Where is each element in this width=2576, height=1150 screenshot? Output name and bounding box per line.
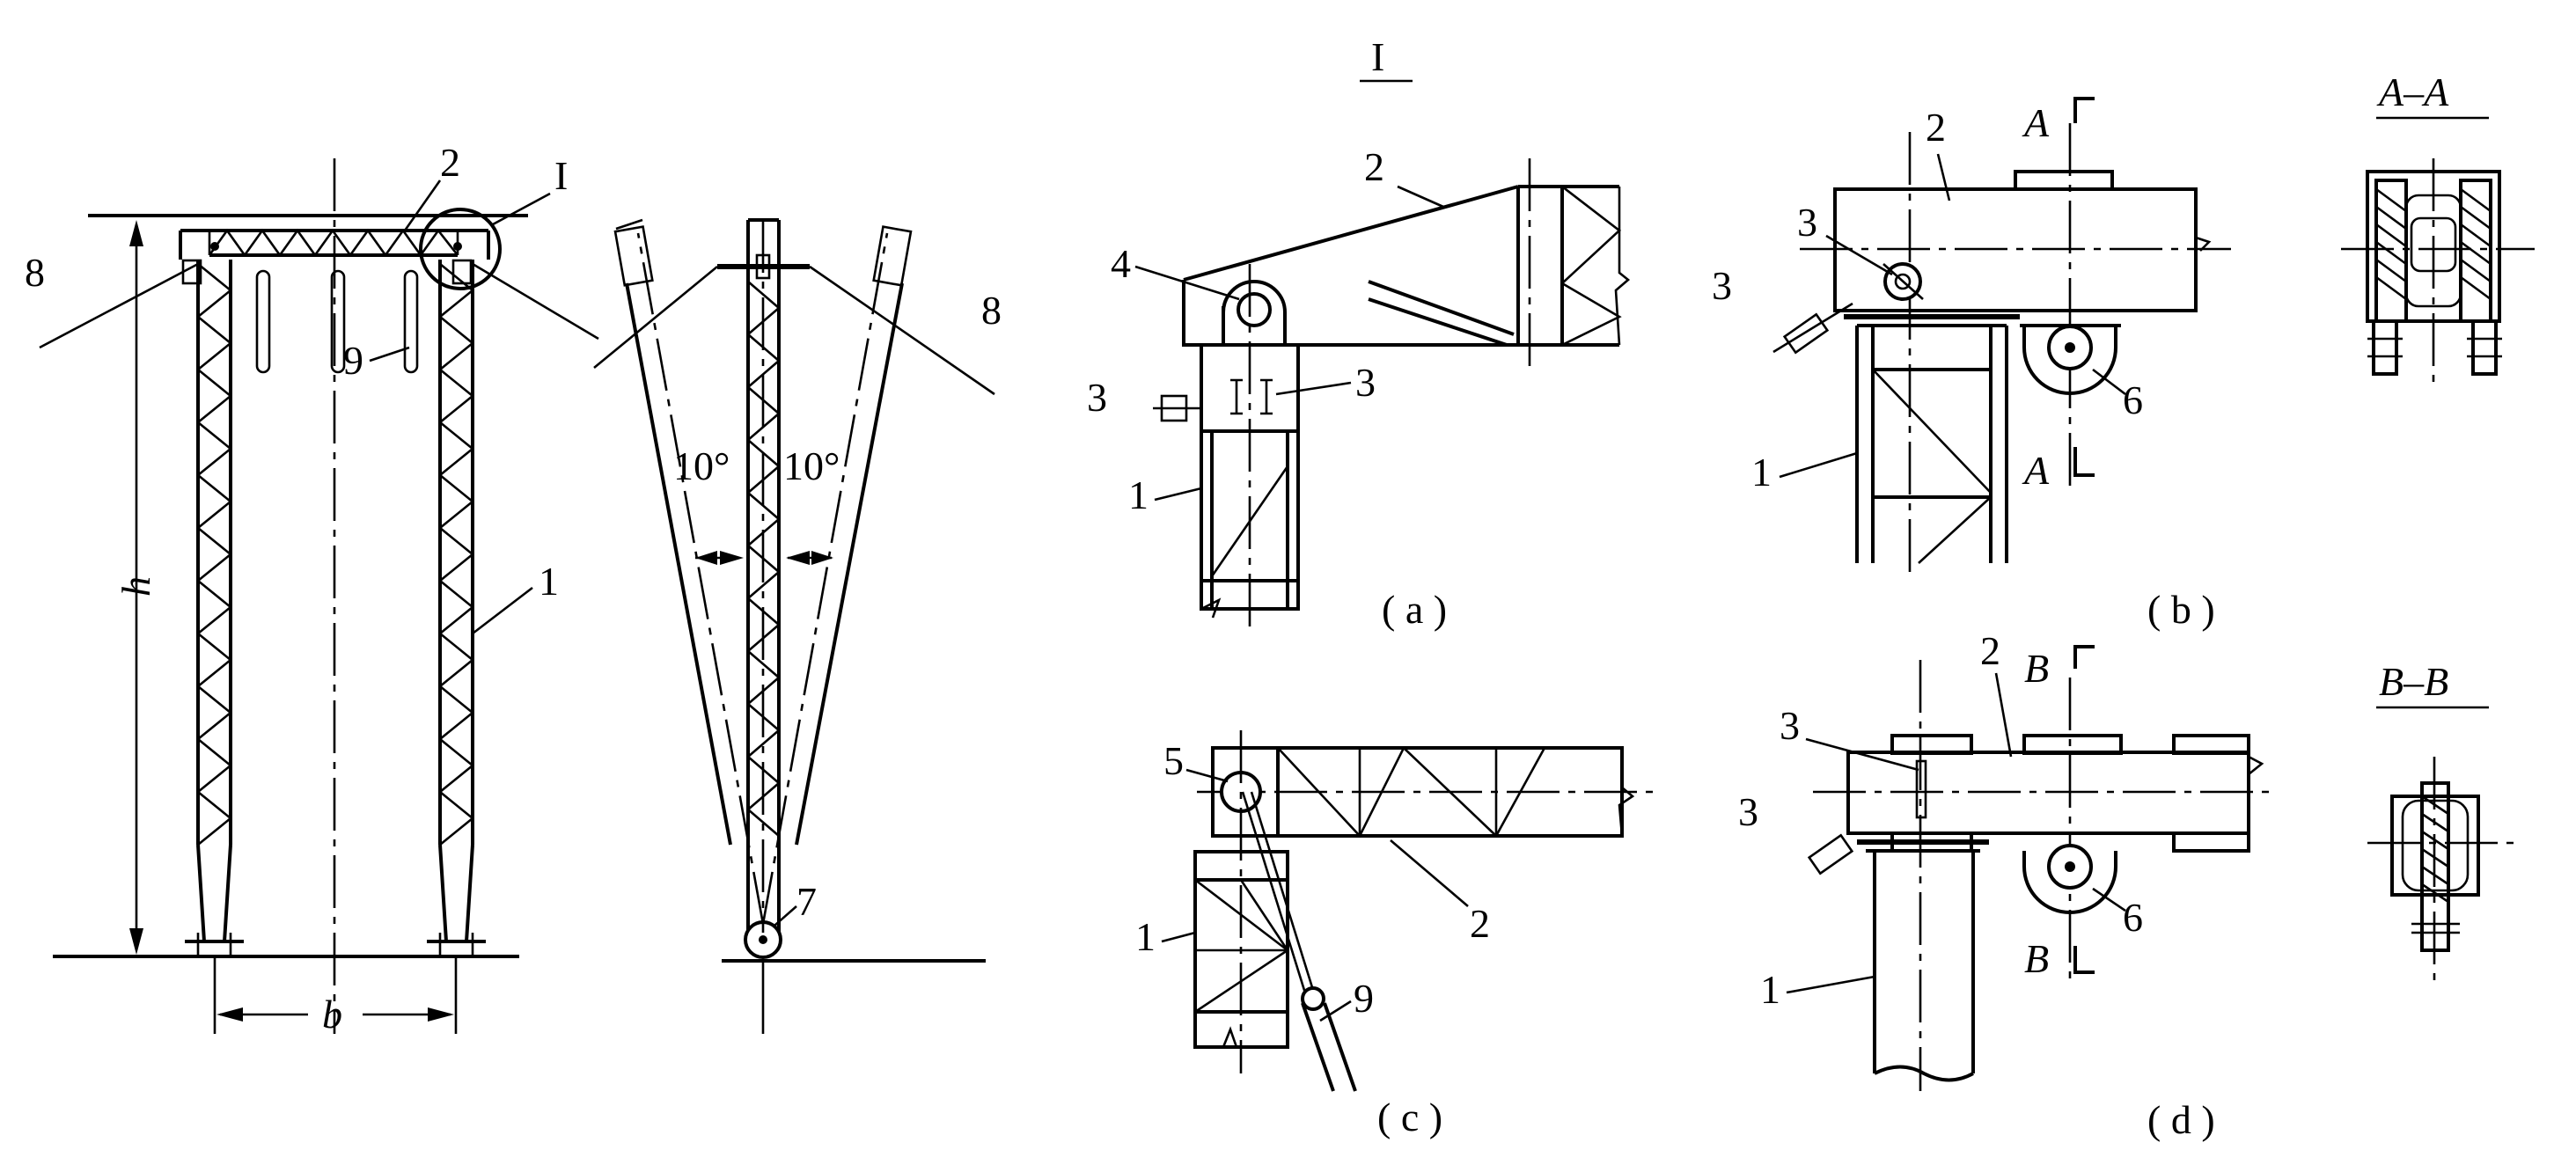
label-6-b: 6 (2123, 377, 2143, 422)
section-b-b: B–B (2367, 659, 2517, 985)
label-1-b: 1 (1751, 450, 1772, 494)
right-hinge-plate (451, 259, 473, 285)
detail-circle-I (419, 208, 502, 290)
sling-ring-icon (1301, 986, 1325, 1011)
hinge-pin-4-icon (1237, 292, 1272, 327)
tilt-limit-right (795, 282, 904, 846)
label-2-a: 2 (1364, 144, 1384, 189)
detail-title: I (1371, 34, 1384, 79)
caption-b: ( b ) (2147, 587, 2215, 632)
detail-d: B B 2 3 3 6 1 ( d ) (1738, 628, 2271, 1142)
label-7: 7 (796, 879, 817, 924)
label-3-d-lower: 3 (1738, 789, 1758, 834)
guy-line-right (472, 262, 599, 341)
label-9-c: 9 (1354, 976, 1374, 1021)
width-dimension (213, 956, 458, 1034)
label-2-front: 2 (440, 140, 460, 185)
label-8-side: 8 (981, 288, 1002, 333)
label-1-front: 1 (539, 559, 559, 604)
detail-a: 4 2 3 3 1 ( a ) (1087, 144, 1631, 634)
label-1-c: 1 (1135, 914, 1156, 959)
right-column (427, 260, 486, 956)
dimension-h-label: h (114, 576, 158, 597)
height-dimension (106, 214, 180, 958)
angle-right-label: 10° (783, 443, 840, 488)
label-2-b: 2 (1926, 105, 1946, 150)
section-a-a: A–A (2341, 70, 2535, 387)
section-mark-a-top: A (2022, 100, 2050, 145)
guy-line-left (39, 262, 199, 349)
label-4: 4 (1111, 241, 1131, 286)
section-mark-b-bottom: B (2024, 936, 2049, 981)
section-bb-title: B–B (2379, 659, 2448, 704)
section-mark-a-bottom: A (2022, 448, 2050, 493)
label-1-d: 1 (1760, 967, 1780, 1012)
label-1-a: 1 (1128, 472, 1149, 517)
left-column (185, 260, 244, 956)
caption-a: ( a ) (1382, 587, 1447, 632)
sling-2 (330, 269, 346, 374)
label-8-left: 8 (25, 250, 45, 295)
section-mark-b-top: B (2024, 646, 2049, 691)
caption-d: ( d ) (2147, 1097, 2215, 1142)
right-pin-icon (453, 242, 462, 251)
label-3-b-lower: 3 (1712, 263, 1732, 308)
tilt-limit-left (625, 282, 732, 846)
label-5: 5 (1163, 738, 1184, 783)
sling-1 (255, 269, 271, 374)
label-9-front: 9 (343, 338, 363, 383)
detail-b: A A 2 3 3 6 1 ( b ) (1712, 97, 2231, 632)
caption-c: ( c ) (1377, 1095, 1442, 1139)
top-girder (88, 214, 528, 260)
label-3-b-upper: 3 (1797, 200, 1817, 245)
detail-mark-front: I (554, 153, 568, 198)
label-2-d: 2 (1980, 628, 2000, 673)
side-elevation-view: 10° 10° 8 7 (593, 218, 1002, 1034)
section-aa-title: A–A (2376, 70, 2449, 114)
left-pin-icon (210, 242, 219, 251)
front-elevation-view: 8 2 I 9 1 h b (25, 140, 599, 1036)
label-3-a-left: 3 (1087, 375, 1107, 420)
label-3-a-right: 3 (1355, 360, 1376, 405)
angle-left-label: 10° (673, 443, 730, 488)
dimension-b-label: b (322, 992, 342, 1036)
detail-c: 5 2 1 9 ( c ) (1135, 730, 1655, 1139)
detail-I-title: I (1360, 34, 1413, 83)
label-2-c: 2 (1470, 901, 1490, 946)
sling-3 (403, 269, 419, 374)
label-3-d-upper: 3 (1780, 703, 1800, 748)
label-6-d: 6 (2123, 895, 2143, 940)
